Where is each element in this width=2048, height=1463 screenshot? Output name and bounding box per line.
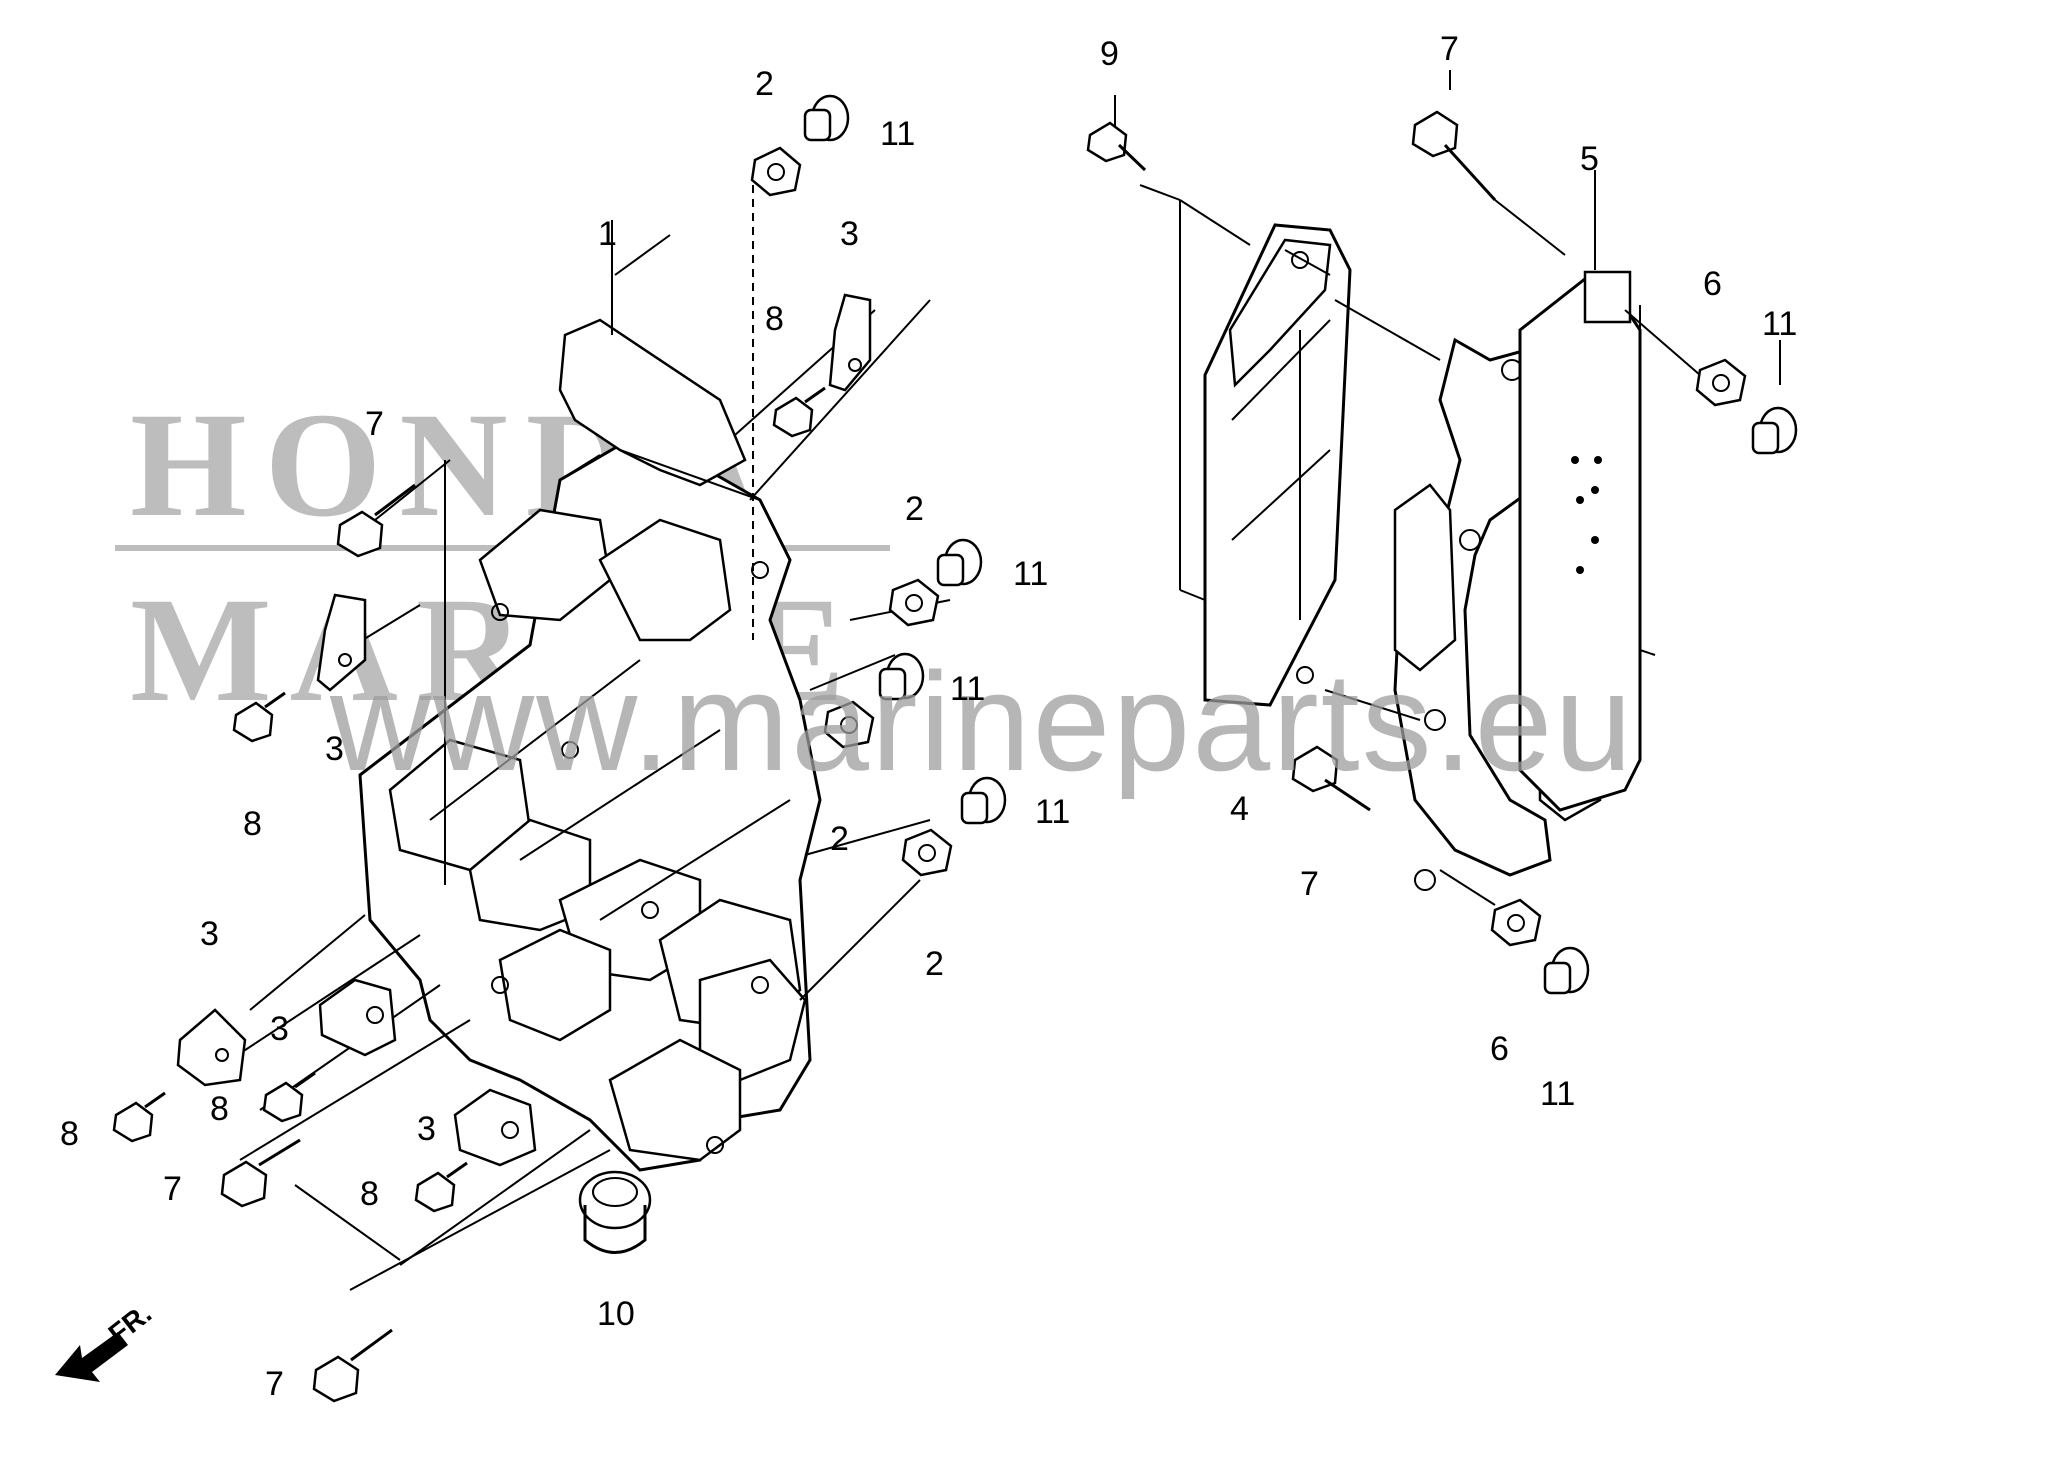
watermark-text: www.marineparts.eu xyxy=(329,643,1634,800)
bolt-icon xyxy=(1291,745,1371,812)
nut-icon xyxy=(823,700,875,749)
bolt-icon xyxy=(220,1138,301,1208)
bolt-parts-left xyxy=(112,386,826,1403)
part-label-11: 11 xyxy=(950,670,985,708)
part-label-8: 8 xyxy=(765,300,784,338)
part-label-7: 7 xyxy=(1300,865,1319,903)
bolt-icon xyxy=(336,483,416,558)
grommet-parts-right xyxy=(1543,406,1798,995)
part-label-7: 7 xyxy=(265,1365,284,1403)
part-number-labels: 1 2 2 2 2 3 3 3 3 3 4 5 6 6 7 7 7 7 7 8 … xyxy=(60,30,1797,1403)
grommet-icon xyxy=(803,94,850,142)
grommet-icon xyxy=(1751,406,1798,455)
grommet-parts-left xyxy=(803,94,1007,825)
bolt-icon xyxy=(772,386,826,438)
nut-parts xyxy=(750,146,953,877)
terminal-icon xyxy=(176,1008,247,1087)
part-label-2: 2 xyxy=(925,945,944,983)
part-label-8: 8 xyxy=(243,805,262,843)
grommet-icon xyxy=(1543,946,1590,995)
part-label-6: 6 xyxy=(1490,1030,1509,1068)
part-label-3: 3 xyxy=(270,1010,289,1048)
part-label-1: 1 xyxy=(598,215,617,253)
part-label-7: 7 xyxy=(163,1170,182,1208)
nut-icon xyxy=(888,578,940,627)
part-label-11: 11 xyxy=(1540,1075,1575,1113)
part-label-8: 8 xyxy=(360,1175,379,1213)
terminal-icon xyxy=(453,1088,537,1167)
terminal-icon xyxy=(316,593,367,692)
bolt-icon xyxy=(414,1161,468,1213)
part-label-7: 7 xyxy=(1440,30,1459,68)
terminal-icon xyxy=(828,293,872,392)
part-label-8: 8 xyxy=(210,1090,229,1128)
part-label-2: 2 xyxy=(830,820,849,858)
part-label-3: 3 xyxy=(325,730,344,768)
part-label-3: 3 xyxy=(200,915,219,953)
terminal-icon xyxy=(318,978,397,1057)
part-label-11: 11 xyxy=(1035,793,1070,831)
front-direction-arrow: FR. xyxy=(55,1298,157,1382)
part-label-11: 11 xyxy=(1013,555,1048,593)
part-label-9: 9 xyxy=(1100,35,1119,73)
clamp-part xyxy=(578,1170,652,1254)
part-label-11: 11 xyxy=(880,115,915,153)
part-label-3: 3 xyxy=(840,215,859,253)
bolt-parts-right xyxy=(1086,110,1497,812)
grommet-icon xyxy=(936,538,983,587)
grommet-icon xyxy=(878,652,925,701)
bolt-icon xyxy=(262,1071,316,1123)
part-label-6: 6 xyxy=(1703,265,1722,303)
nut-icon xyxy=(750,146,802,197)
bolt-icon xyxy=(312,1328,393,1403)
part-label-5: 5 xyxy=(1580,140,1599,178)
part-label-11: 11 xyxy=(1762,305,1797,343)
mounting-plate xyxy=(1518,270,1642,812)
part-label-10: 10 xyxy=(597,1295,635,1333)
nut-icon xyxy=(1695,358,1747,407)
part-label-8: 8 xyxy=(60,1115,79,1153)
part-label-2: 2 xyxy=(905,490,924,528)
bolt-icon xyxy=(1086,121,1147,172)
bolt-icon xyxy=(1411,110,1497,202)
terminal-parts xyxy=(176,293,872,1167)
nut-parts-right xyxy=(1490,358,1747,947)
main-bracket xyxy=(358,318,822,1172)
part-label-2: 2 xyxy=(755,65,774,103)
part-label-7: 7 xyxy=(365,405,384,443)
grommet-icon xyxy=(960,776,1007,825)
control-module xyxy=(1203,223,1352,707)
part-label-4: 4 xyxy=(1230,790,1249,828)
bolt-icon xyxy=(112,1091,166,1143)
part-label-3: 3 xyxy=(417,1110,436,1148)
nut-icon xyxy=(1490,898,1542,947)
nut-icon xyxy=(901,828,953,877)
bolt-icon xyxy=(232,691,286,743)
